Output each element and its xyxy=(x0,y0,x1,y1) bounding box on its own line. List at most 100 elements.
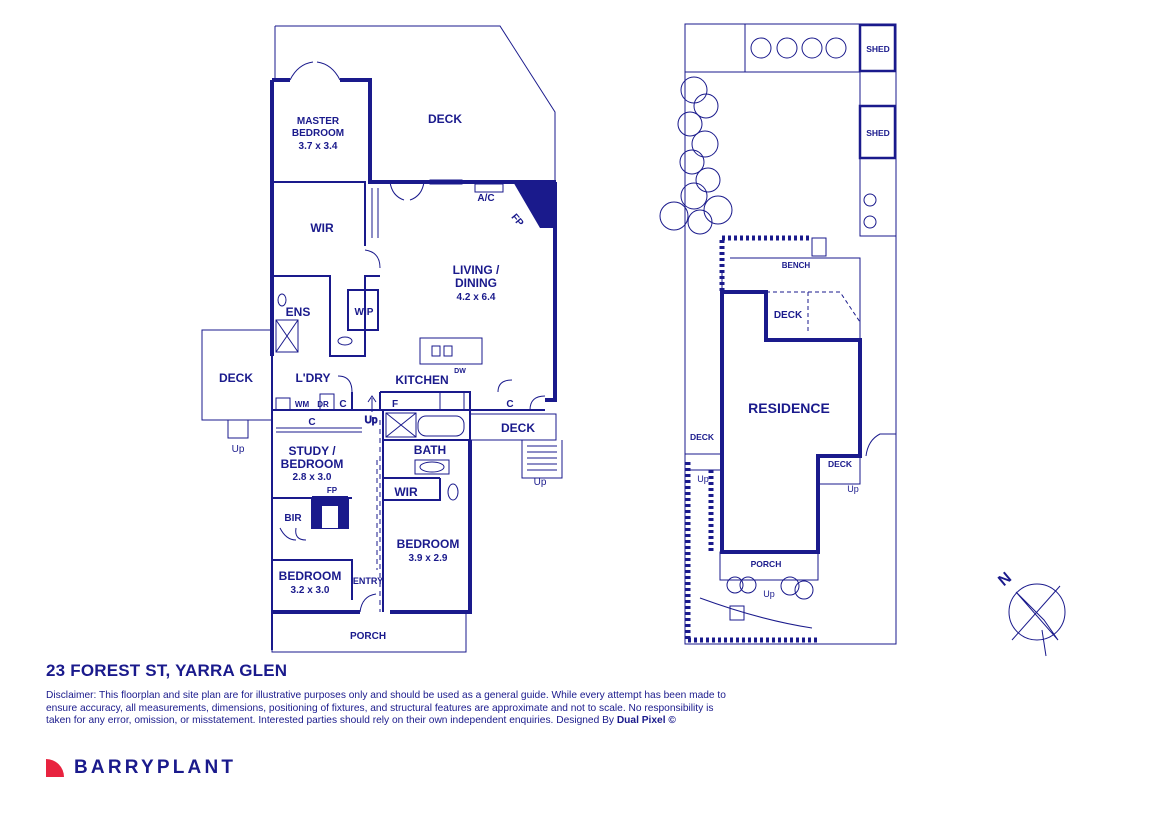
up2-label: Up xyxy=(232,444,245,455)
property-title: 23 FOREST ST, YARRA GLEN xyxy=(46,661,288,680)
residence-label: RESIDENCE xyxy=(748,400,830,416)
ens-shower-cross xyxy=(275,319,299,353)
up1-label: Up xyxy=(365,415,378,426)
step-lines xyxy=(527,445,557,471)
shed1-box xyxy=(858,23,897,73)
right-deck xyxy=(470,413,557,441)
outer-wall-right xyxy=(545,228,557,402)
up-arrow-head xyxy=(367,395,377,403)
ens-shower xyxy=(275,319,299,353)
wir-lower xyxy=(383,477,441,501)
interior-walls-upper xyxy=(271,181,380,357)
sink-left xyxy=(431,345,441,357)
entry-door-swing xyxy=(359,593,377,613)
living-size: 4.2 x 6.4 xyxy=(457,292,496,303)
shed2-label: SHED xyxy=(866,128,890,138)
right-deck-box xyxy=(818,455,861,485)
porch-plants xyxy=(726,576,814,621)
basin xyxy=(419,461,445,473)
bench-line xyxy=(721,257,861,340)
f-label: F xyxy=(392,399,398,410)
shed1-label: SHED xyxy=(866,44,890,54)
tree-line-left xyxy=(659,76,733,235)
master-bedroom-size: 3.7 x 3.4 xyxy=(299,141,338,152)
compass-ring xyxy=(1008,583,1066,641)
bath-label: BATH xyxy=(414,443,446,457)
master-bedroom-line2: BEDROOM xyxy=(292,128,344,139)
porch-outline xyxy=(271,612,467,653)
bench-steps xyxy=(811,237,827,257)
fireplace-upper xyxy=(512,180,556,228)
fp-lower-label: FP xyxy=(327,486,338,495)
study-robe xyxy=(276,427,362,433)
c3-label: C xyxy=(506,399,513,410)
bir-label: BIR xyxy=(284,513,302,524)
dw-label: DW xyxy=(454,368,466,375)
disclaimer: Disclaimer: This floorplan and site plan… xyxy=(46,690,736,728)
wip-label: WIP xyxy=(355,307,374,318)
kitchen-bench xyxy=(380,391,545,411)
kitchen-door-swing xyxy=(497,379,513,393)
entry-label: ENTRY xyxy=(353,576,383,586)
disclaimer-text: Disclaimer: This floorplan and site plan… xyxy=(46,690,726,726)
ens-toilet xyxy=(337,336,353,346)
residence-outline xyxy=(720,290,862,554)
path-curve xyxy=(699,597,813,629)
trees-top xyxy=(750,37,877,229)
brand-logo: BARRYPLANT xyxy=(46,757,236,779)
bench-label: BENCH xyxy=(782,261,811,270)
ens-label: ENS xyxy=(286,305,311,319)
shower xyxy=(385,412,417,438)
cooktop xyxy=(439,391,465,411)
wardrobe-lines xyxy=(371,188,379,238)
c2-label: C xyxy=(308,417,315,428)
bedroom3-size: 3.9 x 2.9 xyxy=(409,553,448,564)
master-bedroom-line1: MASTER xyxy=(297,116,340,127)
kitchen-label: KITCHEN xyxy=(395,373,448,387)
site-lines xyxy=(685,24,896,237)
ldry-door-swing xyxy=(337,375,353,393)
compass-needle-light xyxy=(1015,591,1059,641)
cupboard xyxy=(319,393,335,411)
shed2-box xyxy=(858,104,897,160)
ens-basin xyxy=(277,293,287,307)
compass: N xyxy=(995,569,1066,657)
window xyxy=(429,179,463,185)
bathtub xyxy=(417,415,465,437)
side-deck-lines xyxy=(685,453,722,471)
deck-outline xyxy=(274,25,556,400)
site-boundary xyxy=(684,23,897,645)
gate-swing xyxy=(865,433,896,457)
side-up-label: Up xyxy=(697,474,709,484)
porch-label: PORCH xyxy=(751,559,782,569)
designer-credit: Dual Pixel © xyxy=(616,715,676,726)
right-up-label: Up xyxy=(847,484,859,494)
vanity xyxy=(414,459,450,475)
outer-wall-bottom xyxy=(272,440,472,614)
inner-deck-outline xyxy=(766,291,861,332)
wip-box xyxy=(347,289,379,331)
bedroom2-label: BEDROOM xyxy=(279,569,342,583)
deck-right-label: DECK xyxy=(501,421,535,435)
wir-lower-label: WIR xyxy=(394,485,418,499)
wm-label: WM xyxy=(295,400,310,409)
ldry-label: L'DRY xyxy=(295,371,330,385)
fp-upper-label: FP xyxy=(509,212,526,229)
porch-label: PORCH xyxy=(350,631,386,642)
siteplan: SHED SHED BENCH DECK RESIDENCE DECK DECK xyxy=(659,23,897,645)
deck-top-label: DECK xyxy=(428,112,462,126)
c1-label: C xyxy=(339,399,346,410)
kitchen-island xyxy=(419,337,483,365)
bath-walls xyxy=(382,409,471,612)
compass-cross xyxy=(1011,585,1061,641)
wir-door-swing xyxy=(364,249,381,269)
side-deck-label: DECK xyxy=(690,432,715,442)
shower-cross xyxy=(385,412,417,438)
deck-door-swing xyxy=(529,395,546,411)
study-line2: BEDROOM xyxy=(281,457,344,471)
master-door-swing xyxy=(289,61,341,81)
study-size: 2.8 x 3.0 xyxy=(293,472,332,483)
living-door-swing xyxy=(389,181,425,201)
dr-label: DR xyxy=(317,400,329,409)
